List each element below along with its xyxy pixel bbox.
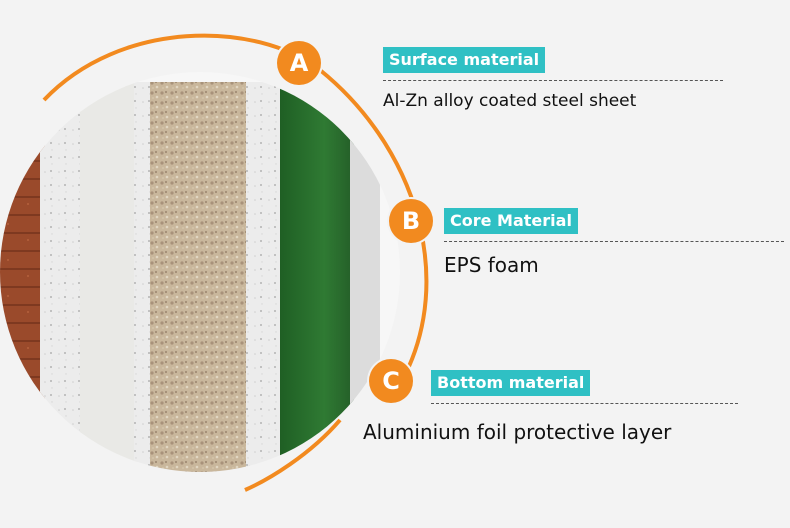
marker-b: B (389, 199, 433, 243)
core-description: EPS foam (444, 253, 539, 277)
bottom-description: Aluminium foil protective layer (363, 420, 672, 444)
divider-core (444, 241, 784, 242)
accent-arc (42, 33, 429, 402)
stone-texture-layer (150, 82, 250, 472)
tag-bottom-material: Bottom material (431, 370, 591, 396)
tag-core-material: Core Material (444, 208, 578, 234)
eps-edge-layer (40, 82, 82, 472)
panel-layers (0, 72, 400, 472)
white-sheet-layer (80, 78, 138, 468)
foil-edge-layer (350, 88, 380, 468)
marker-a: A (277, 41, 321, 85)
divider-surface (383, 80, 723, 81)
divider-bottom (431, 403, 738, 404)
marker-c: C (369, 359, 413, 403)
green-backing-layer (280, 88, 354, 468)
tag-surface-material: Surface material (383, 47, 546, 73)
brick-panel-layer (0, 80, 45, 470)
surface-description: Al-Zn alloy coated steel sheet (383, 91, 637, 111)
eps-back-layer (246, 82, 282, 472)
accent-arc-tail (244, 418, 342, 492)
